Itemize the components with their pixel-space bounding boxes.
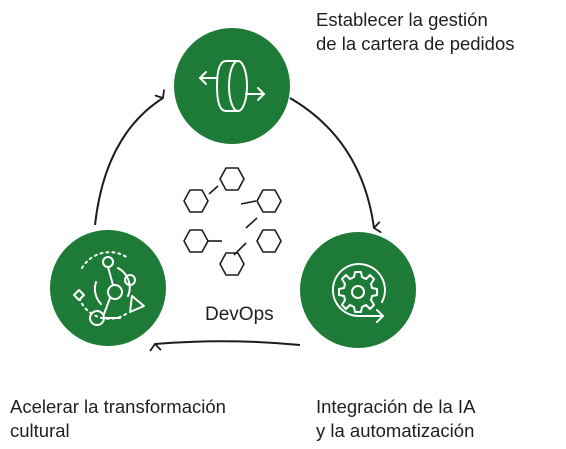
step-label-automation: Integración de la IA y la automatización xyxy=(316,395,475,443)
backlog-step-circle xyxy=(174,28,290,144)
devops-hexagon-network-icon xyxy=(183,167,282,276)
step-label-line: de la cartera de pedidos xyxy=(316,33,515,54)
arrow-right-to-left xyxy=(149,340,301,352)
center-label: DevOps xyxy=(205,304,274,325)
step-label-line: Integración de la IA xyxy=(316,396,476,417)
transformation-step-circle xyxy=(50,230,166,346)
step-label-line: Acelerar la transformación xyxy=(10,396,226,417)
arrow-top-to-right xyxy=(289,97,382,234)
step-label-transformation: Acelerar la transformación cultural xyxy=(10,395,226,443)
backlog-filter-icon xyxy=(199,60,265,112)
arrow-left-to-top xyxy=(94,89,165,226)
step-label-line: cultural xyxy=(10,420,70,441)
step-label-line: Establecer la gestión xyxy=(316,9,488,30)
step-label-line: y la automatización xyxy=(316,420,475,441)
automation-step-circle xyxy=(300,232,416,348)
automation-gear-icon xyxy=(332,263,386,323)
transformation-network-icon xyxy=(73,251,145,326)
step-label-backlog: Establecer la gestión de la cartera de p… xyxy=(316,8,515,56)
